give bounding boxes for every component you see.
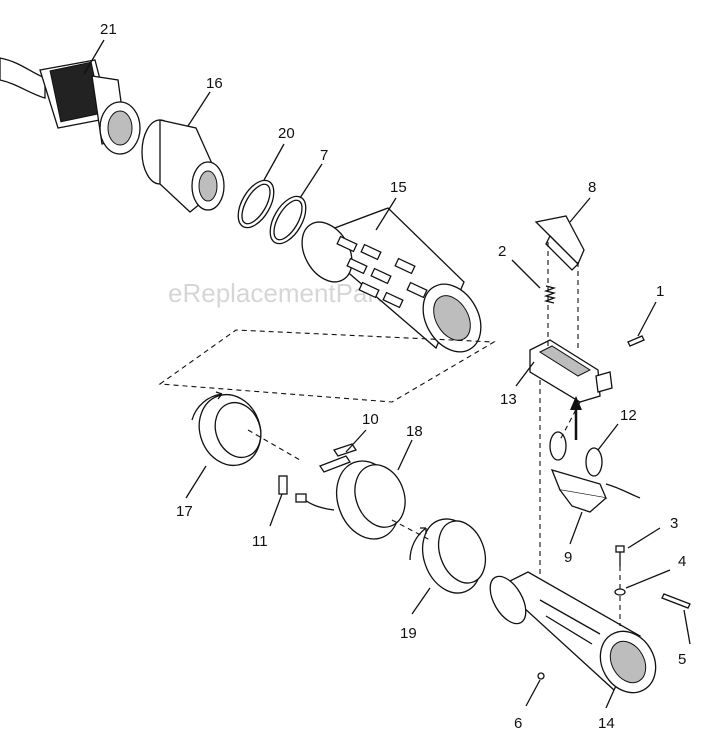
callout-21[interactable]: 21 [100, 21, 117, 38]
part-16-adapter[interactable] [141, 119, 225, 213]
callout-4[interactable]: 4 [678, 553, 686, 570]
callout-14[interactable]: 14 [598, 715, 615, 732]
part-13-switch-housing[interactable] [529, 339, 613, 403]
insert-direction-arrow [570, 396, 582, 440]
callout-6[interactable]: 6 [514, 715, 522, 732]
callout-10[interactable]: 10 [362, 411, 379, 428]
part-11-tab[interactable] [278, 475, 288, 495]
callout-3[interactable]: 3 [670, 515, 678, 532]
callout-7[interactable]: 7 [320, 147, 328, 164]
part-2-spring[interactable] [543, 285, 557, 304]
part-19-threaded-ring[interactable] [409, 511, 494, 602]
part-21-cable-connector[interactable] [0, 57, 141, 155]
callout-5[interactable]: 5 [678, 651, 686, 668]
callout-17[interactable]: 17 [176, 503, 193, 520]
callout-8[interactable]: 8 [588, 179, 596, 196]
part-1-pin[interactable] [627, 335, 645, 347]
callout-13[interactable]: 13 [500, 391, 517, 408]
callout-1[interactable]: 1 [656, 283, 664, 300]
callout-9[interactable]: 9 [564, 549, 572, 566]
part-4-washer[interactable] [614, 588, 626, 596]
part-20-o-ring[interactable] [231, 174, 281, 233]
part-12-switch[interactable] [549, 431, 641, 499]
callout-19[interactable]: 19 [400, 625, 417, 642]
part-9-bracket[interactable] [559, 489, 607, 513]
callout-labels: 21 16 20 7 15 8 2 1 13 12 10 18 17 11 9 … [100, 21, 686, 732]
callout-11[interactable]: 11 [252, 533, 268, 550]
part-3-screw[interactable] [615, 545, 625, 566]
callout-12[interactable]: 12 [620, 407, 637, 424]
part-6-ball[interactable] [537, 672, 545, 680]
callout-18[interactable]: 18 [406, 423, 423, 440]
part-17-lock-ring[interactable] [189, 386, 270, 474]
part-5-pin[interactable] [661, 593, 691, 609]
callout-15[interactable]: 15 [390, 179, 407, 196]
part-15-vented-sleeve[interactable] [292, 207, 493, 362]
callout-2[interactable]: 2 [498, 243, 506, 260]
assembly-guide-lines [158, 242, 621, 626]
callout-20[interactable]: 20 [278, 125, 295, 142]
leader-lines [83, 39, 691, 709]
part-8-cap[interactable] [534, 215, 585, 271]
part-14-main-housing[interactable] [483, 570, 667, 702]
part-18-electronics-ring[interactable] [295, 452, 413, 548]
callout-16[interactable]: 16 [206, 75, 223, 92]
